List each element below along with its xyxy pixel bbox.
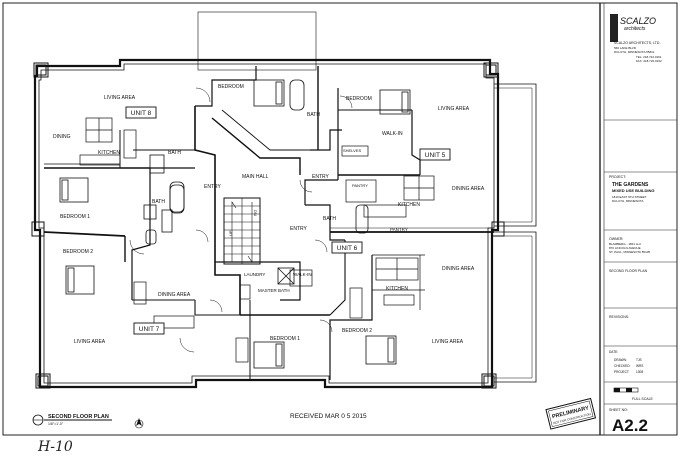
label-pantry-unit5: PANTRY — [352, 183, 368, 188]
project-name-2: MIXED USE BUILDING — [612, 188, 654, 193]
corner-quoins — [31, 62, 505, 389]
sheet-no-label: SHEET NO: — [609, 408, 628, 412]
exterior-wall — [33, 58, 500, 389]
label-main-hall: MAIN HALL — [242, 174, 269, 180]
unit-tag-6: UNIT 6 — [337, 245, 358, 252]
project-number-label: PROJECT: — [614, 370, 630, 374]
received-stamp: RECEIVED MAR 0 5 2015 — [290, 413, 367, 420]
firm-address-2: DULUTH, MINNESOTA 55811 — [614, 50, 655, 54]
balcony-right — [494, 83, 537, 227]
floor-plan — [31, 11, 537, 389]
main-stair — [223, 197, 261, 265]
project-name-1: THE GARDENS — [612, 182, 649, 188]
firm-logo-sub: architects — [624, 26, 646, 32]
owner-1: BLAMBERG - 1821 LLC — [609, 242, 642, 246]
date-label: DATE: — [609, 350, 618, 354]
handwritten-note: H-10 — [38, 439, 73, 455]
label-dining-unit8: DINING — [53, 134, 71, 140]
label-bath-unit5: BATH — [323, 216, 336, 222]
unit-tag-5: UNIT 5 — [425, 152, 446, 159]
elevator — [277, 267, 295, 285]
label-bedroom-2-unit6: BEDROOM 2 — [342, 328, 372, 334]
label-bedroom-1-unit7: BEDROOM 1 — [270, 336, 300, 342]
firm-name: SCALZO ARCHITECTS, LTD. — [614, 41, 660, 45]
label-master-bath: MASTER BATH — [258, 288, 290, 293]
project-label: PROJECT: — [609, 175, 626, 179]
label-entry-mid: ENTRY — [312, 174, 330, 180]
drawing-scale: 1/8"=1'-0" — [48, 422, 64, 426]
unit-tag-8: UNIT 8 — [131, 110, 152, 117]
sheet-number: A2.2 — [612, 416, 648, 435]
full-scale-label: FULL SCALE — [632, 397, 654, 401]
label-laundry: LAUNDRY — [244, 272, 265, 277]
project-addr-1: 1810 EAST 9TH STREET — [612, 195, 647, 199]
preliminary-stamp: PRELIMINARY NOT FOR CONSTRUCTION — [545, 397, 597, 430]
sheet-description: SECOND FLOOR PLAN — [609, 269, 648, 273]
checked-label: CHECKED: — [614, 364, 631, 368]
owner-label: OWNER: — [609, 237, 623, 241]
drawing-title-block: SECOND FLOOR PLAN 1/8"=1'-0" RECEIVED MA… — [32, 397, 597, 430]
label-walk-in-unit5: WALK-IN — [382, 131, 403, 137]
label-entry-left: ENTRY — [204, 184, 222, 190]
tubs — [169, 79, 369, 234]
north-arrow-icon — [134, 418, 144, 429]
label-pantry-lower: PANTRY — [390, 227, 408, 232]
firm-tel: TEL: 218.722.0161 — [636, 55, 662, 59]
label-bedroom-top: BEDROOM — [218, 84, 244, 90]
label-dn: DN — [253, 210, 258, 216]
label-dining-area-unit7: DINING AREA — [158, 292, 191, 298]
label-kitchen-unit6: KITCHEN — [386, 286, 408, 292]
door-swings — [129, 87, 353, 353]
room-labels: LIVING AREA BEDROOM BATH BEDROOM LIVING … — [53, 84, 485, 345]
label-kitchen-unit5: KITCHEN — [398, 202, 420, 208]
units5-6-kitchens — [345, 175, 435, 319]
label-bedroom-1-unit8: BEDROOM 1 — [60, 214, 90, 220]
drawing-title: SECOND FLOOR PLAN — [48, 414, 109, 420]
stair-tower-top — [197, 11, 317, 71]
scale-bar-icon — [613, 387, 639, 393]
label-dining-area-unit5: DINING AREA — [452, 186, 485, 192]
drawn-value: TJS — [636, 358, 642, 362]
label-bath-top: BATH — [307, 112, 320, 118]
checked-value: WRS — [636, 364, 643, 368]
label-up: UP — [228, 230, 233, 236]
owner-2: 870 LINCOLN AVENUE — [609, 246, 641, 250]
label-living-area-unit5: LIVING AREA — [438, 106, 470, 112]
unit-tags: UNIT 8 UNIT 5 UNIT 6 UNIT 7 — [125, 106, 451, 335]
project-number-value: 1308 — [636, 370, 643, 374]
firm-logo-text: SCALZO — [620, 16, 656, 26]
title-block: SCALZO architects SCALZO ARCHITECTS, LTD… — [604, 14, 677, 435]
unit8-kitchen — [79, 117, 137, 166]
label-bedroom-2-unit7: BEDROOM 2 — [63, 249, 93, 255]
project-addr-2: DULUTH, MINNESOTA — [612, 199, 643, 203]
label-living-area-unit7: LIVING AREA — [74, 339, 106, 345]
label-entry-lower: ENTRY — [290, 226, 308, 232]
firm-address-1: 560 LAKE BLVD — [614, 46, 637, 50]
label-walk-in-lower: WALK-IN — [293, 272, 312, 277]
label-bath-unit8: BATH — [168, 150, 181, 156]
firm-logo: SCALZO architects — [610, 14, 656, 42]
owner-3: ST. PAUL, MINNESOTA 55105 — [609, 250, 650, 254]
label-bath-unit8-b: BATH — [152, 199, 165, 205]
label-living-area-unit8: LIVING AREA — [104, 95, 136, 101]
revisions-label: REVISIONS: — [609, 315, 629, 319]
drawn-label: DRAWN: — [614, 358, 627, 362]
label-kitchen-unit8: KITCHEN — [98, 150, 120, 156]
unit-tag-7: UNIT 7 — [139, 326, 160, 333]
label-bedroom-unit5: BEDROOM — [346, 96, 372, 102]
firm-fax: FAX: 218.722.0162 — [636, 59, 662, 63]
label-dining-area-unit6: DINING AREA — [442, 266, 475, 272]
sheet-border — [2, 2, 678, 436]
label-shelves: SHELVES — [343, 148, 361, 153]
beds — [59, 79, 411, 369]
label-living-area-unit6: LIVING AREA — [432, 339, 464, 345]
